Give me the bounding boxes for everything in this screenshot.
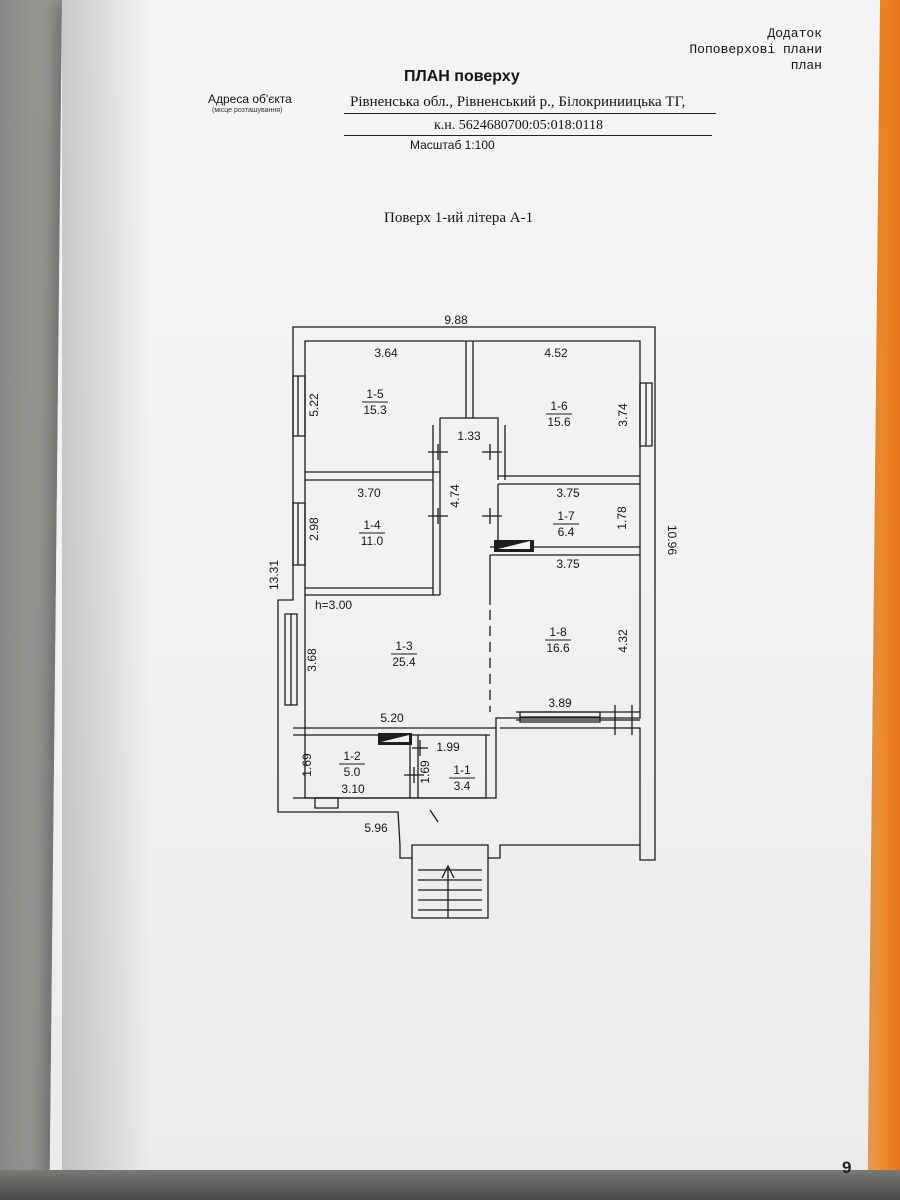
room-depth-label: 1.69 — [300, 753, 314, 777]
room-id-label: 1-3 — [395, 639, 413, 653]
room-depth-label: 3.68 — [305, 648, 319, 672]
room-area-label: 16.6 — [546, 641, 570, 655]
corridor-width-label: 1.33 — [457, 429, 481, 443]
room-width-label: 3.10 — [341, 782, 365, 796]
room-id-label: 1-4 — [363, 518, 381, 532]
plan-title: ПЛАН поверху — [404, 68, 520, 85]
room-width-label: 3.64 — [374, 346, 398, 360]
room-depth-label: 5.22 — [307, 393, 321, 417]
room-depth-label: 2.98 — [307, 517, 321, 541]
address-underline-2 — [344, 135, 712, 136]
scale-label: Масштаб 1:100 — [410, 138, 495, 152]
corridor-length-label: 4.74 — [448, 484, 462, 508]
room-depth-label: 4.32 — [616, 629, 630, 653]
address-line-2: к.н. 5624680700:05:018:0118 — [434, 118, 603, 133]
room-id-label: 1-7 — [557, 509, 575, 523]
room-width-label: 4.52 — [544, 346, 568, 360]
plan-walls — [277, 326, 656, 919]
room-depth-label: 3.74 — [616, 403, 630, 427]
address-sublabel: (місце розташування) — [212, 107, 283, 114]
addendum-block: Додаток Поповерхові плани план — [689, 26, 822, 74]
overall-height-left-label: 13.31 — [267, 560, 281, 590]
room-width-label: 3.75 — [556, 486, 580, 500]
room-area-label: 11.0 — [361, 534, 384, 548]
floor-title: Поверх 1-ий літера А-1 — [384, 210, 534, 226]
room-area-label: 3.4 — [454, 779, 471, 793]
room-width-label: 3.75 — [556, 557, 580, 571]
room-area-label: 15.3 — [363, 403, 387, 417]
room-area-label: 6.4 — [558, 525, 575, 539]
page-number: 9 — [842, 1158, 852, 1177]
addendum-line: Додаток — [767, 26, 822, 41]
room-width-label: 1.99 — [436, 740, 460, 754]
room-id-label: 1-6 — [550, 399, 568, 413]
room-depth-label: 1.78 — [615, 506, 629, 530]
overall-width-label: 9.88 — [444, 313, 468, 327]
vent-blocks — [378, 540, 534, 745]
room-width-label: 3.70 — [357, 486, 381, 500]
room-id-label: 1-2 — [343, 749, 361, 763]
address-underline-1 — [344, 113, 716, 114]
page-fold-shadow — [62, 0, 152, 1180]
room-area-label: 25.4 — [392, 655, 416, 669]
bottom-width-label: 5.96 — [364, 821, 388, 835]
room-bottom-width-label: 3.89 — [548, 696, 572, 710]
room-depth-label: 1.69 — [418, 760, 432, 784]
ceiling-height-label: h=3.00 — [315, 598, 352, 612]
address-line-1: Рівненська обл., Рівненський р., Білокри… — [350, 94, 686, 110]
room-area-label: 5.0 — [344, 765, 361, 779]
room-area-label: 15.6 — [547, 415, 571, 429]
room-id-label: 1-8 — [549, 625, 567, 639]
room-id-label: 1-5 — [366, 387, 384, 401]
page-bottom-shadow — [0, 1170, 900, 1200]
address-label: Адреса об'єкта — [208, 92, 292, 106]
overall-height-right-label: 10.96 — [665, 525, 679, 555]
room-id-label: 1-1 — [453, 763, 471, 777]
room-width-label: 5.20 — [380, 711, 404, 725]
addendum-line: Поповерхові плани — [689, 42, 822, 57]
addendum-line: план — [790, 58, 822, 73]
